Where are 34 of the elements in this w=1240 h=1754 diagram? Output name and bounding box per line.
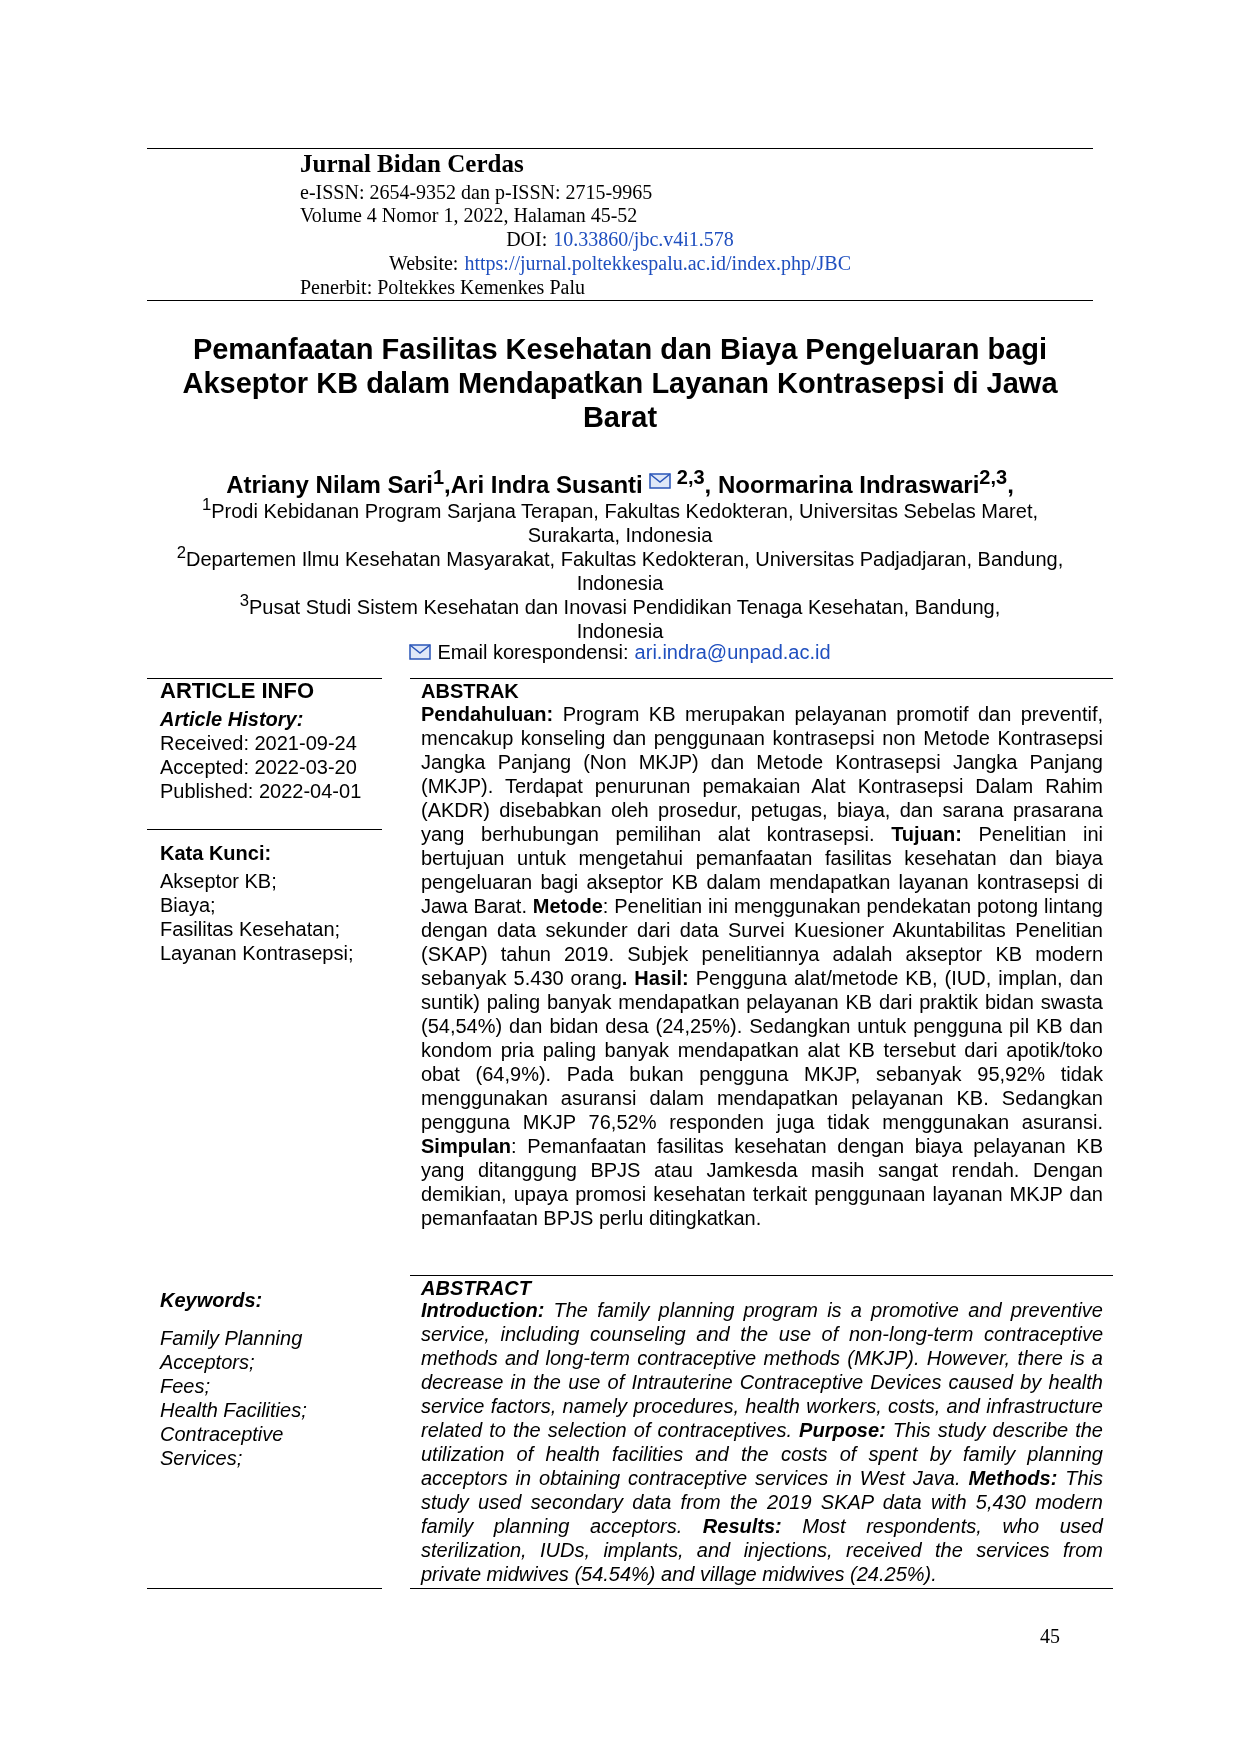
email-label: Email korespondensi: <box>437 640 629 664</box>
affiliation-text: $^{3}$Pusat Studi Sistem Kesehatan dan Inovasi Pendidikan Tenaga Kesehatan, Bandung, Indonesia <box>238 590 1002 643</box>
email-link: ari.indra@unpad.ac.id <box>634 640 831 664</box>
publisher-line: Penerbit: Poltekkes Kemenkes Palu <box>300 275 586 299</box>
website-link: https://jurnal.poltekkespalu.ac.id/index.php/JBC <box>464 251 852 275</box>
section-heading: ABSTRAK <box>421 679 520 703</box>
info-text: Akseptor KB; <box>160 869 278 893</box>
journal-name: Jurnal Bidan Cerdas <box>300 152 525 176</box>
section-heading: ARTICLE INFO <box>160 679 315 703</box>
abstract-paragraph: Introduction: The family planning program is a promotive and preventive service, including counseling and the use of non-long-term contraceptive methods and long-term contraceptive methods (MKJP). However, there is a decrease in the use of Intrauterine Contraceptive Devices caused by health service factors, namely procedures, health workers, costs, and infrastructure related to the selection of contraceptives. Purpose: This study describe the utilization of health facilities and the costs of spent by family planning acceptors in obtaining contraceptive services in West Java. Methods: This study used secondary data from the 2019 SKAP data with 5,430 modern family planning acceptors. Results: Most respondents, who used sterilization, IUDs, implants, and injections, received the services from private midwives (54.54%) and village midwives (24.25%). <box>421 1298 1103 1586</box>
subsection-heading: Published: 2022-04-01 <box>160 779 363 803</box>
info-text: Fees; <box>160 1374 212 1398</box>
author-names: Atriany Nilam Sari$^{1}$,Ari Indra Susanti <box>226 465 643 499</box>
info-text: Fasilitas Kesehatan; <box>160 917 342 941</box>
doi-label: DOI: <box>506 227 548 251</box>
info-text: Health Facilities; <box>160 1398 308 1422</box>
info-text: Kata Kunci: <box>160 841 273 865</box>
page-number: 45 <box>1040 1624 1061 1648</box>
subsection-heading: Keywords: <box>160 1288 264 1312</box>
subsection-heading: Article History: <box>160 707 305 731</box>
info-text: e-ISSN: 2654-9352 dan p-ISSN: 2715-9965 <box>300 180 654 204</box>
info-text: Biaya; <box>160 893 217 917</box>
doi-link: 10.33860/jbc.v4i1.578 <box>553 227 734 251</box>
website-label: Website: <box>388 251 459 275</box>
section-heading: ABSTRACT <box>421 1276 534 1300</box>
info-text: Volume 4 Nomor 1, 2022, Halaman 45-52 <box>300 204 639 227</box>
info-text: Layanan Kontrasepsi; <box>160 941 355 965</box>
author-names: $^{2,3}$, Noormarina Indraswari$^{2,3}$, <box>676 465 1014 499</box>
article-title: Pemanfaatan Fasilitas Kesehatan dan Biaya Pengeluaran bagi Akseptor KB dalam Mendapatkan Layanan Kontrasepsi di Jawa Barat <box>181 332 1059 434</box>
info-text: Received: 2021-09-24 <box>160 731 358 755</box>
info-text: Contraceptive Services; <box>160 1422 285 1470</box>
info-text: Family Planning Acceptors; <box>160 1326 304 1374</box>
info-text: Accepted: 2022-03-20 <box>160 755 358 779</box>
abstract-paragraph: Pendahuluan: Program KB merupakan pelayanan promotif dan preventif, mencakup konseling dan penggunaan kontrasepsi non Metode Kontrasepsi Jangka Panjang (Non MKJP) dan Metode Kontrasepsi Jangka Panjang (MKJP). Terdapat penurunan pemakaian Alat Kontrasepsi Dalam Rahim (AKDR) disebabkan oleh prosedur, petugas, biaya, dan sarana prasarana yang berhubungan pemilihan alat kontrasepsi. Tujuan: Penelitian ini bertujuan untuk mengetahui pemanfaatan fasilitas kesehatan dan biaya pengeluaran bagi akseptor KB dalam mendapatkan layanan kontrasepsi di Jawa Barat. Metode: Penelitian ini menggunakan pendekatan potong lintang dengan data sekunder dari data Survei Kuesioner Akuntabilitas Penelitian (SKAP) tahun 2019. Subjek penelitiannya adalah akseptor KB modern sebanyak 5.430 orang. Hasil: Pengguna alat/metode KB, (IUD, implan, dan suntik) paling banyak mendapatkan pelayanan KB dari praktik bidan swasta (54,54%) dan bidan desa (24,25%). Sedangkan untuk pengguna pil KB dan kondom pria paling banyak mendapatkan alat KB tersebut dari apotik/toko obat (64,9%). Pada bukan pengguna MKJP, sebanyak 95,92% tidak menggunakan asuransi dalam mendapatkan pelayanan KB. Sedangkan pengguna MKJP 76,52% responden juga tidak menggunakan asuransi. Simpulan: Pemanfaatan fasilitas kesehatan dengan biaya pelayanan KB yang ditanggung BPJS atau Jamkesda masih sangat rendah. Dengan demikian, upaya promosi kesehatan terkait penggunaan layanan MKJP dan pemanfaatan BPJS perlu ditingkatkan. <box>421 702 1103 1230</box>
